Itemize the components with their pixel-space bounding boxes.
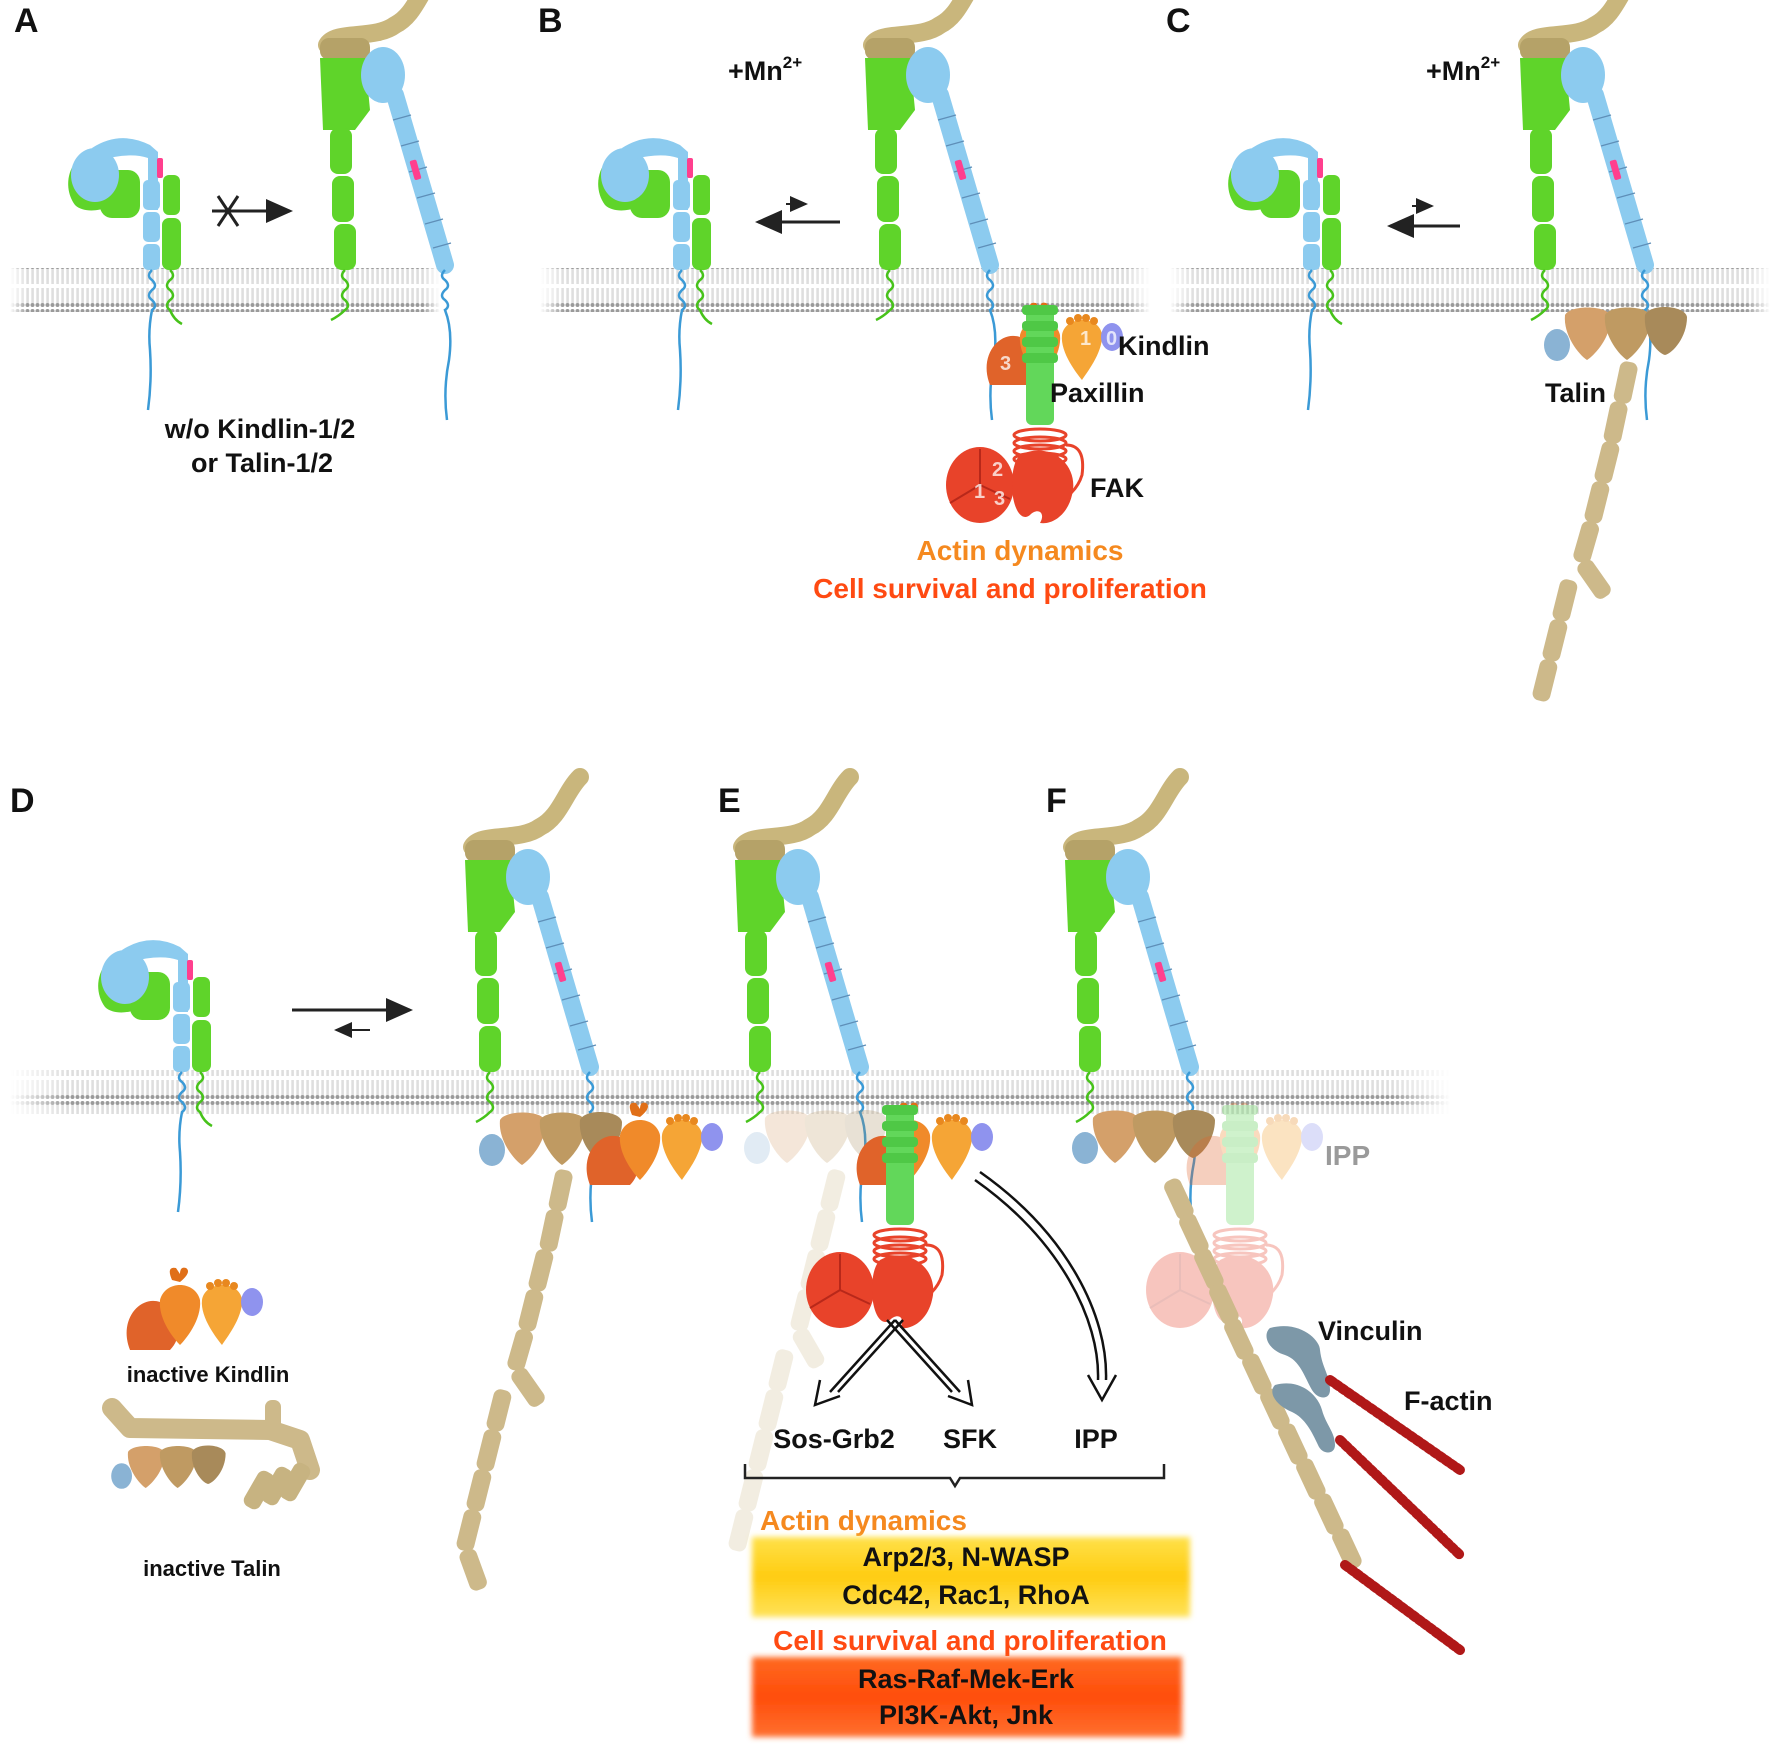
membrane-def — [10, 1070, 1450, 1114]
actin-item-1: Arp2/3, N-WASP — [862, 1542, 1069, 1572]
inactive-talin-icon — [102, 1398, 320, 1510]
panel-e: Sos-Grb2 SFK IPP Actin dynamics Arp2/3, … — [727, 777, 1190, 1737]
arrow-to-sfk — [894, 1319, 961, 1393]
fak-domain-1: 1 — [974, 481, 985, 503]
label-kindlin: Kindlin — [1118, 331, 1209, 361]
actin-item-2: Cdc42, Rac1, RhoA — [842, 1580, 1090, 1610]
arrowhead-sos-grb2 — [813, 1379, 841, 1407]
panel-label-f: F — [1046, 782, 1067, 820]
panel-label-e: E — [718, 782, 741, 820]
mn-text: +Mn — [728, 56, 783, 86]
caption-no-talin: or Talin-1/2 — [191, 448, 333, 478]
panel-label-a: A — [14, 2, 39, 40]
kindlin-domain-3: 3 — [1000, 353, 1011, 375]
actin-dynamics-title: Actin dynamics — [760, 1505, 967, 1536]
kindlin-domain-0: 0 — [1106, 328, 1117, 350]
panel-b: +Mn2+ 3 1 0 1 2 3 Kindlin Paxillin FAK A… — [596, 0, 1209, 604]
talin-rod — [1161, 1176, 1364, 1572]
talin-rod — [1531, 360, 1639, 703]
survival-item-2: PI3K-Akt, Jnk — [879, 1700, 1054, 1730]
legend-inactive-talin: inactive Talin — [143, 1556, 281, 1581]
convergence-brace — [743, 1464, 1166, 1489]
fak-domain-3: 3 — [994, 488, 1005, 510]
mn-superscript: 2+ — [783, 53, 802, 72]
panel-label-d: D — [10, 782, 35, 820]
ipp-faded-label: IPP — [1325, 1140, 1370, 1171]
legend-inactive-kindlin: inactive Kindlin — [127, 1362, 290, 1387]
inactive-kindlin-icon — [126, 1267, 264, 1350]
arrowhead-sfk — [947, 1379, 974, 1407]
arrow-to-ipp — [974, 1178, 1100, 1381]
panel-a: w/o Kindlin-1/2 or Talin-1/2 — [66, 0, 451, 478]
mn-condition-b: +Mn2+ — [728, 53, 802, 86]
mn-superscript: 2+ — [1481, 53, 1500, 72]
kindlin-domain-1: 1 — [1080, 328, 1091, 350]
panel-c: +Mn2+ Talin — [1226, 0, 1687, 703]
fak-domain-2: 2 — [992, 459, 1003, 481]
panel-d: inactive Kindlin inactive Talin — [96, 777, 723, 1593]
cell-survival-title: Cell survival and proliferation — [773, 1625, 1167, 1656]
cell-survival-box — [752, 1657, 1182, 1737]
vinculin — [1266, 1326, 1335, 1453]
panel-label-b: B — [538, 2, 563, 40]
block-x-icon — [216, 195, 240, 227]
talin-rod — [455, 1168, 574, 1593]
effector-sfk: SFK — [943, 1424, 998, 1454]
outcome-cell-survival-b: Cell survival and proliferation — [813, 573, 1207, 604]
effector-sos-grb2: Sos-Grb2 — [773, 1424, 895, 1454]
membrane-a — [10, 268, 440, 312]
fak-protein — [945, 446, 1075, 525]
mn-condition-c: +Mn2+ — [1426, 53, 1500, 86]
panel-label-c: C — [1166, 2, 1191, 40]
arrow-to-sos-grb2 — [829, 1319, 896, 1393]
label-f-actin: F-actin — [1404, 1386, 1493, 1416]
fak — [805, 1251, 935, 1330]
signal-arrows — [813, 1170, 1118, 1407]
panel-f: IPP Vinculin F-actin — [1065, 777, 1493, 1655]
effector-ipp: IPP — [1074, 1424, 1118, 1454]
membrane-c — [1170, 268, 1770, 312]
membrane-b — [540, 268, 1150, 312]
outcome-actin-dynamics-b: Actin dynamics — [917, 535, 1124, 566]
actin-dynamics-box — [752, 1537, 1190, 1617]
label-talin: Talin — [1545, 378, 1606, 408]
label-vinculin: Vinculin — [1318, 1316, 1423, 1346]
label-paxillin: Paxillin — [1050, 378, 1145, 408]
mn-text: +Mn — [1426, 56, 1481, 86]
extended-integrin-active — [320, 0, 451, 420]
extended-integrin — [865, 0, 996, 420]
talin-head — [1544, 306, 1687, 361]
caption-no-kindlin: w/o Kindlin-1/2 — [164, 414, 356, 444]
f-actin-filaments — [1325, 1375, 1465, 1655]
arrowhead-ipp — [1086, 1374, 1118, 1403]
survival-item-1: Ras-Raf-Mek-Erk — [858, 1664, 1075, 1694]
label-fak: FAK — [1090, 473, 1145, 503]
